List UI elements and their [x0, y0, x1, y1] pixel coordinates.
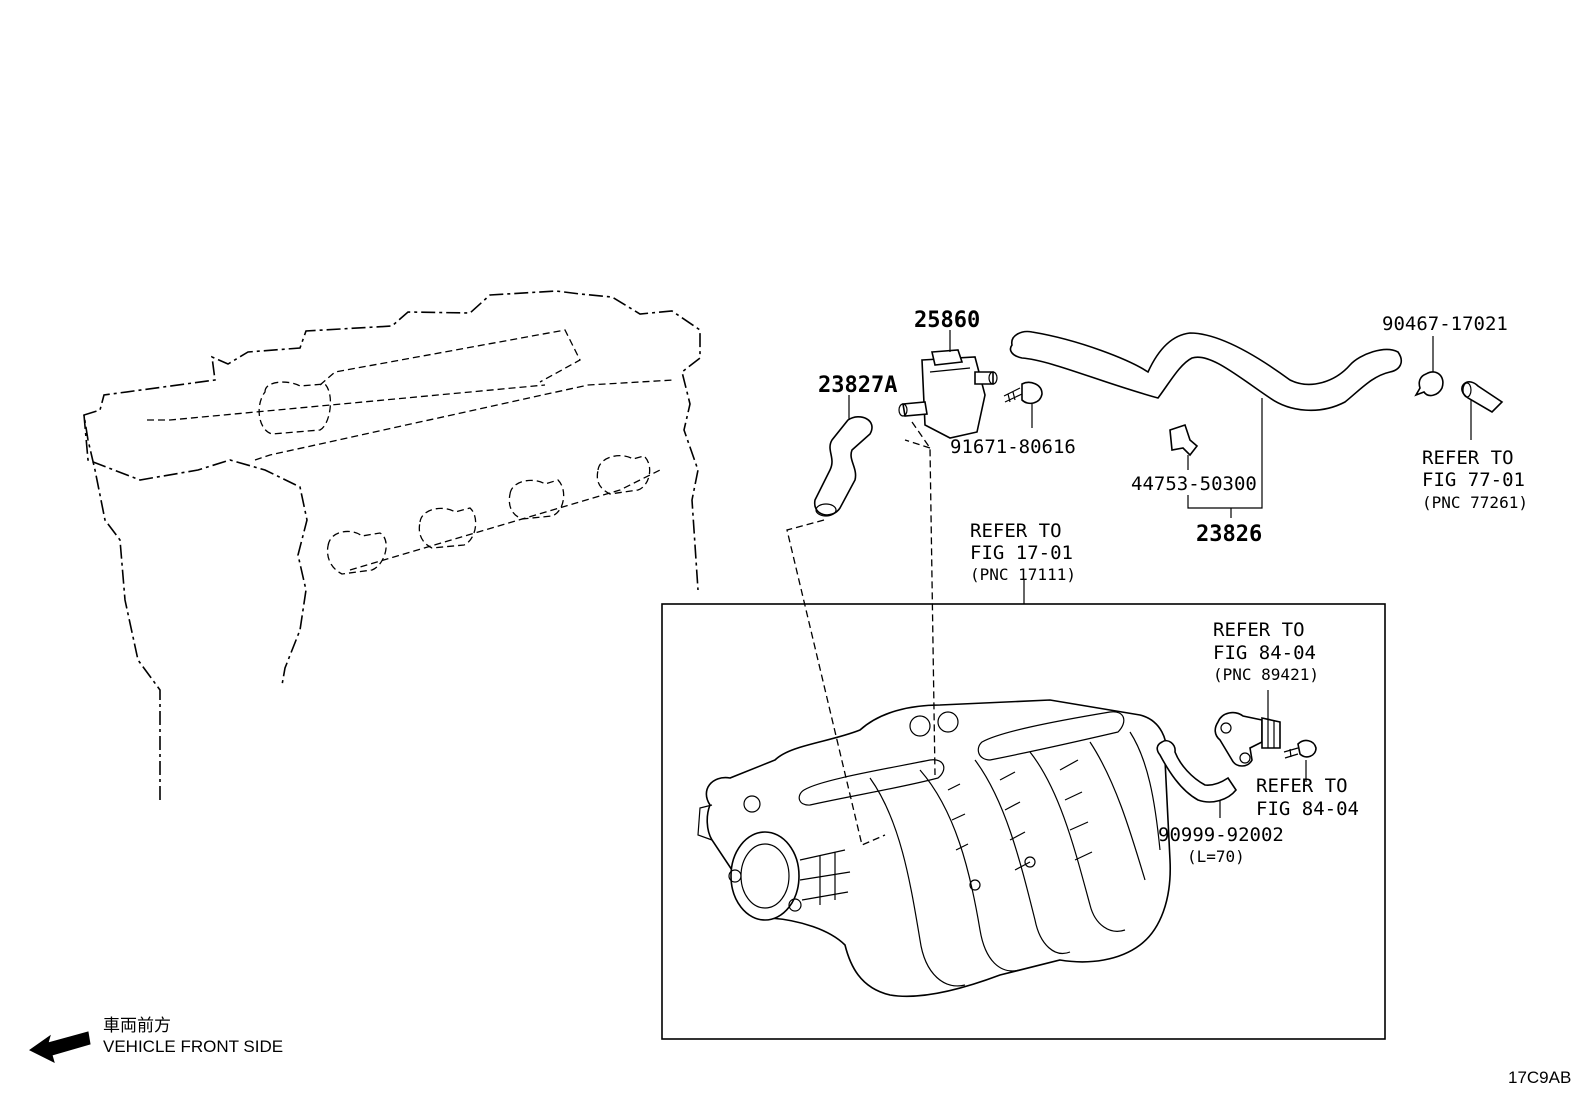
label-90999-length: (L=70) — [1187, 847, 1245, 866]
manifold-frame — [661, 603, 1386, 1040]
label-44753: 44753-50300 — [1131, 473, 1257, 495]
dashed-connection-lines — [786, 421, 936, 846]
arrow-left-icon — [29, 1031, 91, 1063]
ref77-line1: REFER TO — [1422, 447, 1514, 469]
pipe-part — [1461, 381, 1504, 414]
leader-lines — [848, 330, 1472, 604]
label-25860: 25860 — [914, 308, 980, 333]
part-labels: 25860 23827A 91671-80616 44753-50300 238… — [818, 308, 1528, 866]
bolt-part[interactable] — [1003, 381, 1043, 405]
vehicle-front-indicator: 車両前方 VEHICLE FRONT SIDE — [29, 1016, 283, 1063]
sensor-bolt-part[interactable] — [1283, 739, 1317, 782]
ref84b-line2: FIG 84-04 — [1256, 798, 1359, 820]
hose-23826-part[interactable] — [1009, 330, 1402, 412]
figure-code: 17C9AB — [1508, 1068, 1571, 1087]
vsv-valve-part[interactable] — [898, 349, 998, 439]
ref77-line2: FIG 77-01 — [1422, 469, 1525, 491]
front-label-jp: 車両前方 — [103, 1016, 171, 1036]
sensor-part[interactable] — [1214, 690, 1281, 767]
ref17-line1: REFER TO — [970, 520, 1062, 542]
label-23826: 23826 — [1196, 522, 1262, 547]
ref17-line2: FIG 17-01 — [970, 542, 1073, 564]
hose-23827a-part[interactable] — [814, 416, 873, 517]
label-90467: 90467-17021 — [1382, 313, 1508, 335]
label-90999: 90999-92002 — [1158, 824, 1284, 846]
hose-90999-part[interactable] — [1156, 739, 1237, 818]
ref77-line3: (PNC 77261) — [1422, 493, 1528, 512]
label-91671: 91671-80616 — [950, 436, 1076, 458]
clip-90467-part[interactable] — [1414, 371, 1444, 397]
ref84a-line1: REFER TO — [1213, 619, 1305, 641]
ref84a-line3: (PNC 89421) — [1213, 665, 1319, 684]
clamp-44753-part[interactable] — [1169, 423, 1199, 457]
front-label-en: VEHICLE FRONT SIDE — [103, 1037, 283, 1056]
ref84a-line2: FIG 84-04 — [1213, 642, 1316, 664]
label-23827a: 23827A — [818, 373, 897, 398]
ref84b-line1: REFER TO — [1256, 775, 1348, 797]
ref17-line3: (PNC 17111) — [970, 565, 1076, 584]
engine-outline — [83, 290, 701, 800]
intake-manifold-part[interactable] — [697, 699, 1171, 998]
